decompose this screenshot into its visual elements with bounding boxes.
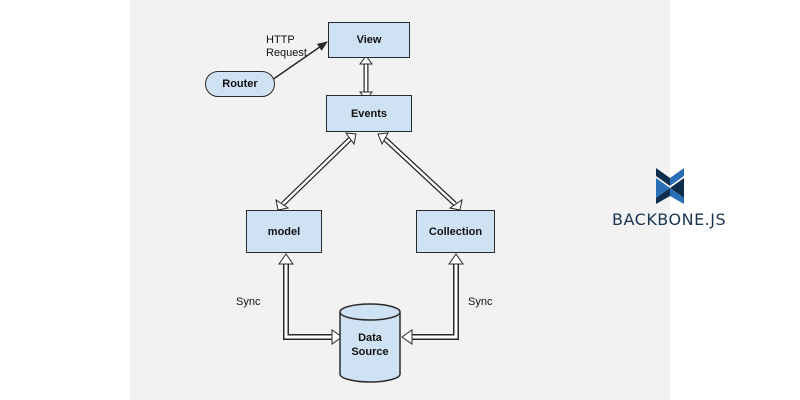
edge-label-sync-right: Sync [468, 296, 493, 308]
edge-label-http-request: HTTP Request [266, 34, 307, 60]
data-source-cylinder [339, 303, 401, 383]
edge-collection-datasource [401, 253, 464, 345]
backbone-logo-icon [656, 168, 684, 204]
node-router: Router [205, 71, 275, 97]
data-source-line2: Source [351, 346, 389, 358]
http-line2: Request [266, 47, 307, 59]
edge-events-model [275, 132, 357, 211]
edge-model-datasource [278, 253, 343, 345]
edge-router-view [271, 41, 328, 81]
node-events: Events [326, 95, 412, 132]
node-data-source-label: Data Source [340, 331, 400, 359]
node-model: model [246, 210, 322, 253]
http-line1: HTTP [266, 34, 295, 46]
node-view: View [328, 22, 410, 58]
edge-label-sync-left: Sync [236, 296, 261, 308]
edge-events-collection [377, 132, 463, 211]
data-source-line1: Data [358, 332, 382, 344]
node-collection: Collection [416, 210, 495, 253]
edge-view-events [359, 55, 373, 101]
backbone-brand-name: BACKBONE.JS [612, 210, 727, 229]
